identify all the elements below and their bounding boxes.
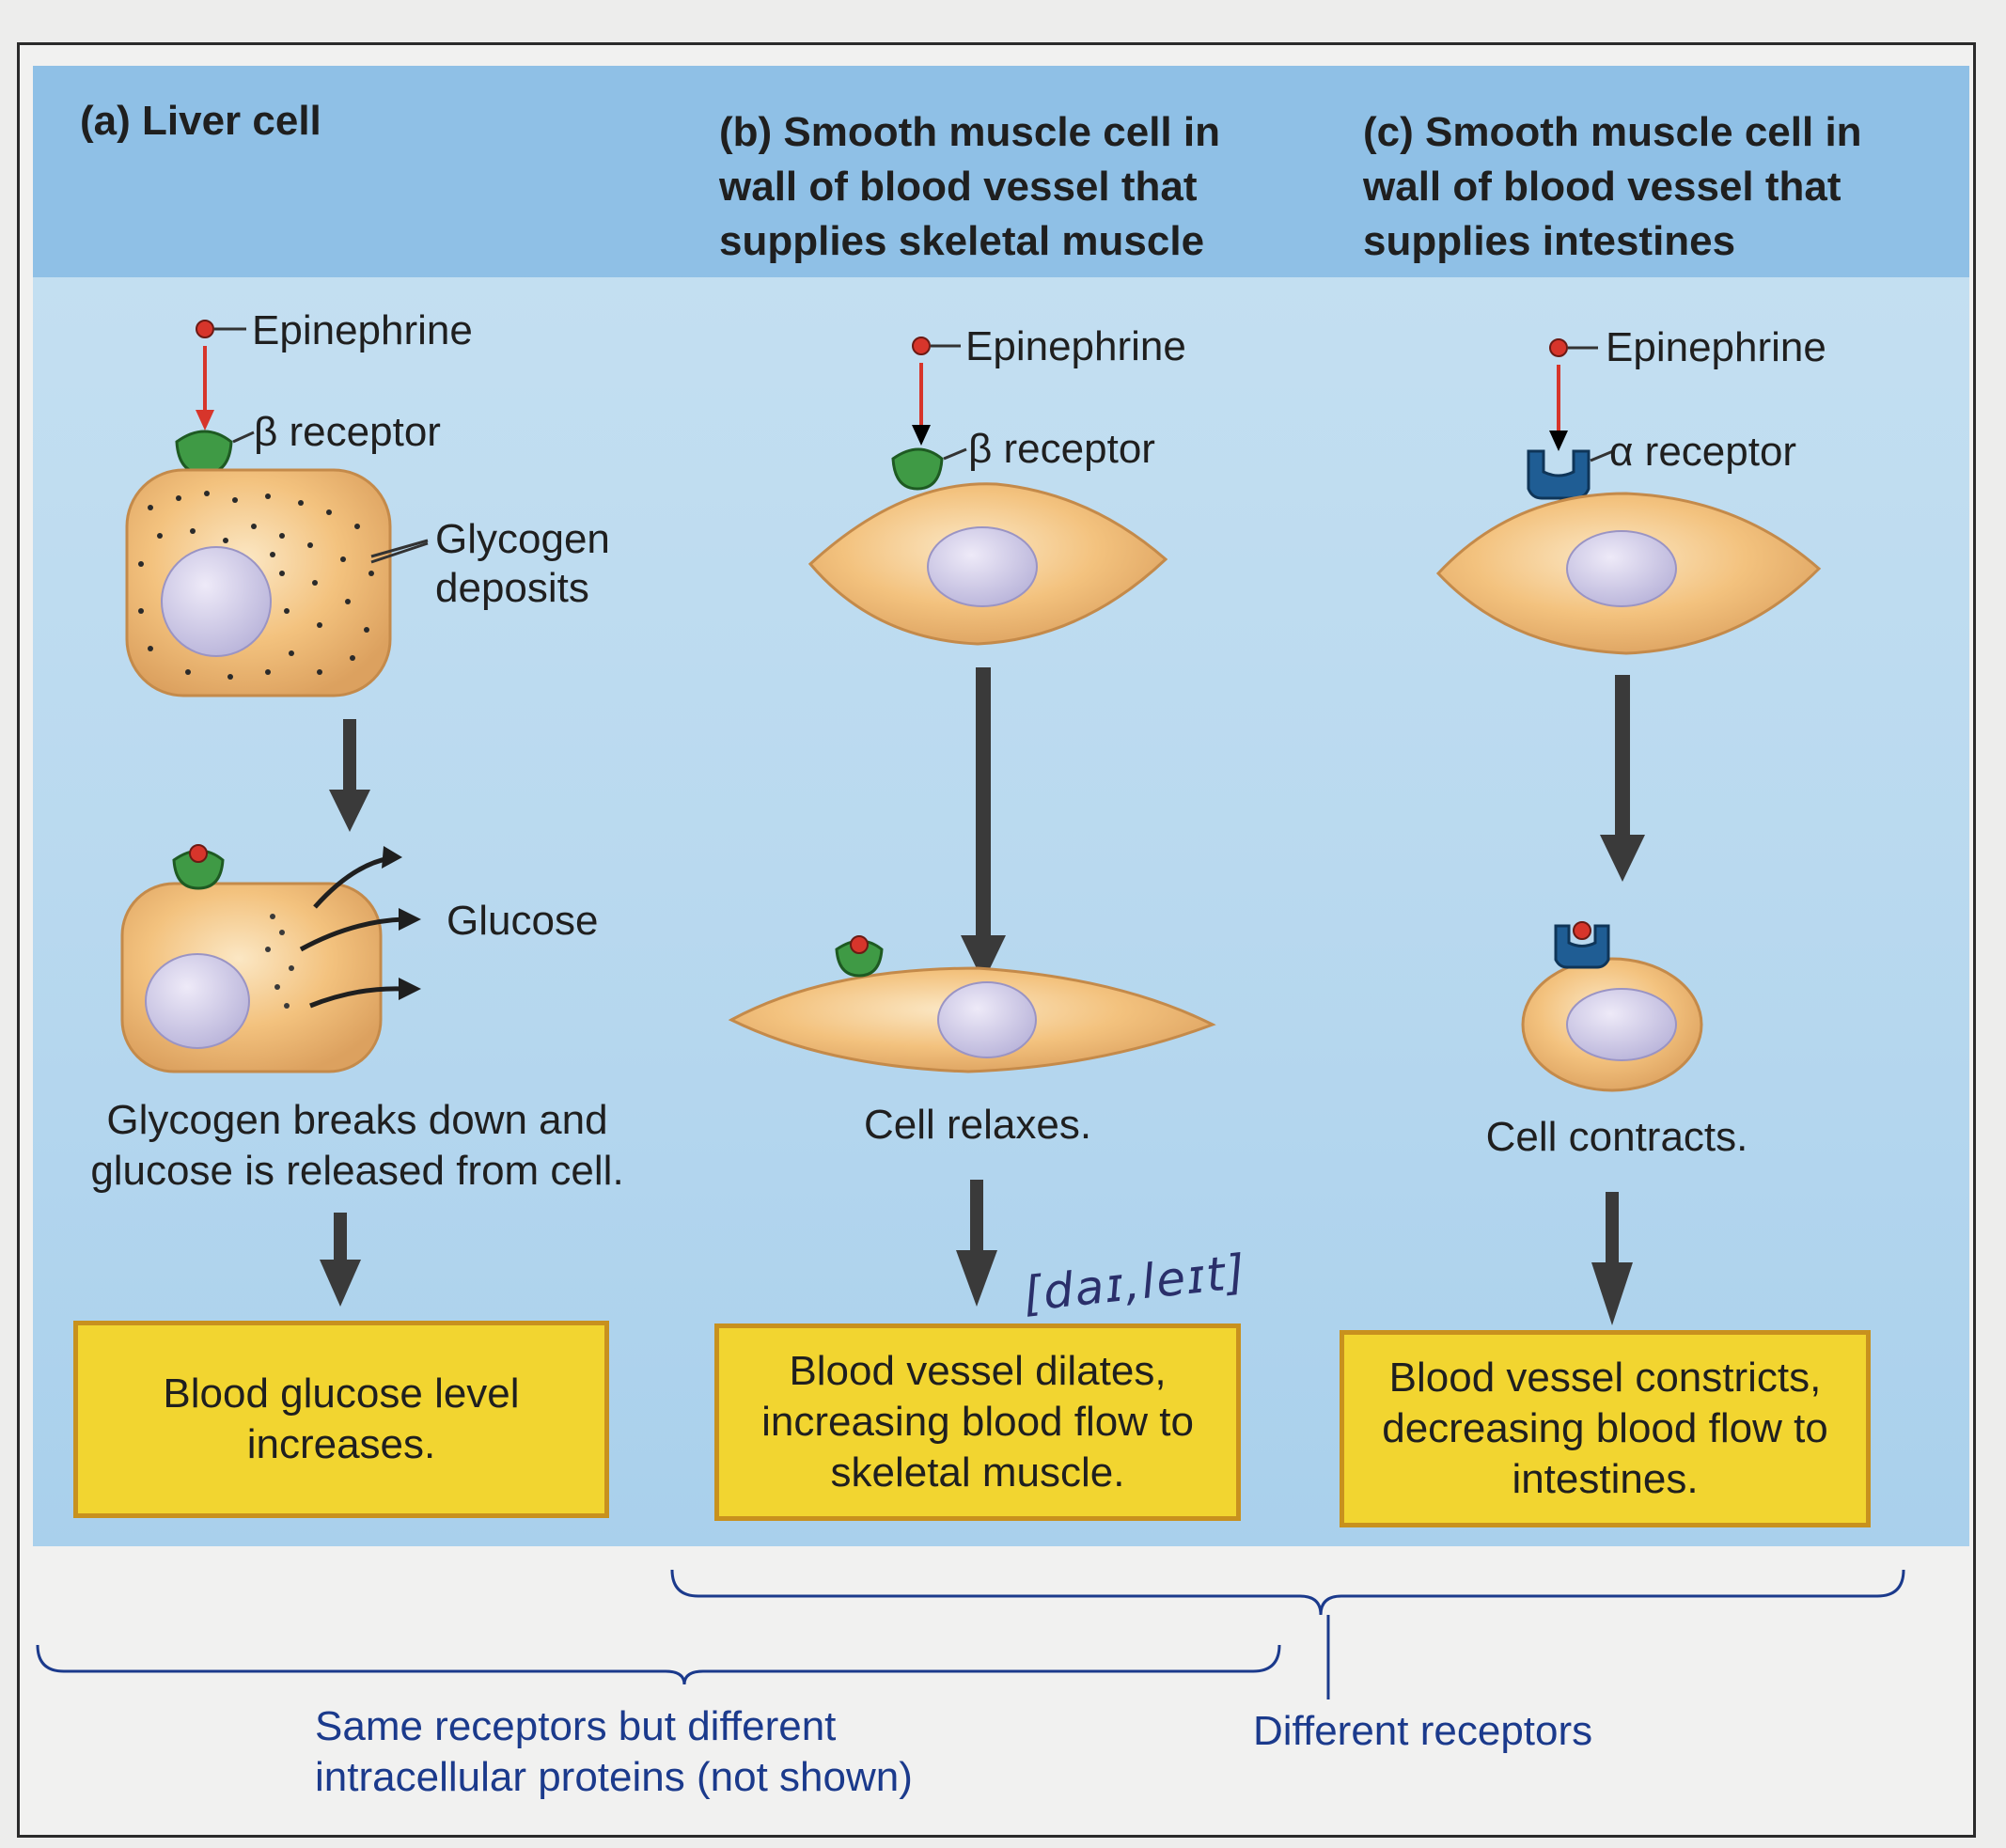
alpha-receptor-icon xyxy=(1527,449,1591,500)
caption-c: Cell contracts. xyxy=(1485,1114,1748,1160)
result-box-b: Blood vessel dilates, increasing blood f… xyxy=(714,1323,1241,1521)
panel-title-c: (c) Smooth muscle cell in wall of blood … xyxy=(1363,109,1862,264)
different-receptors-label: Different receptors xyxy=(1253,1708,1593,1754)
bound-receptor-a xyxy=(172,844,225,890)
beta-receptor-icon xyxy=(175,430,233,476)
bound-receptor-b xyxy=(835,935,884,978)
result-box-c: Blood vessel constricts, decreasing bloo… xyxy=(1340,1330,1871,1527)
glycogen-deposits xyxy=(138,491,374,680)
result-box-a: Blood glucose level increases. xyxy=(73,1321,609,1518)
glycogen-pointer-lines xyxy=(370,539,429,564)
glucose-dots xyxy=(265,914,294,1009)
caption-a: Glycogen breaks down and glucose is rele… xyxy=(90,1097,624,1194)
epinephrine-label-b: Epinephrine xyxy=(965,323,1186,369)
bound-receptor-c xyxy=(1554,921,1610,969)
panel-header xyxy=(33,66,672,277)
epinephrine-arrow-a xyxy=(196,346,214,431)
down-arrow-b2 xyxy=(956,1180,997,1307)
down-arrow-c1 xyxy=(1600,675,1645,882)
panel-title-a: (a) Liver cell xyxy=(80,98,321,144)
receptor-label-b: β receptor xyxy=(968,426,1155,472)
epinephrine-label-a: Epinephrine xyxy=(252,307,473,353)
receptor-label-a: β receptor xyxy=(254,409,441,455)
bracket-different-receptors xyxy=(670,1569,1905,1616)
caption-b: Cell relaxes. xyxy=(863,1102,1092,1148)
panel-skeletal-vessel xyxy=(672,66,1311,1546)
epinephrine-arrow-c xyxy=(1549,365,1568,451)
glycogen-label: Glycogen deposits xyxy=(435,516,610,611)
down-arrow-a2 xyxy=(320,1213,361,1307)
beta-receptor-icon xyxy=(891,447,944,491)
glucose-label: Glucose xyxy=(447,898,599,944)
down-arrow-b1 xyxy=(961,667,1006,982)
same-receptors-label: Same receptors but different intracellul… xyxy=(315,1703,913,1800)
down-arrow-a1 xyxy=(329,719,370,832)
epinephrine-label-c: Epinephrine xyxy=(1606,324,1826,370)
epinephrine-molecule-a xyxy=(196,320,246,338)
epinephrine-molecule-b xyxy=(912,337,961,355)
epinephrine-molecule-c xyxy=(1549,338,1598,357)
panel-header xyxy=(672,66,1311,277)
panel-intestine-vessel xyxy=(1311,66,1969,1546)
panel-title-b: (b) Smooth muscle cell in wall of blood … xyxy=(719,109,1220,264)
bracket-same-receptors xyxy=(36,1644,1281,1685)
epinephrine-arrow-b xyxy=(912,363,931,446)
panel-header xyxy=(1311,66,1969,277)
receptor-label-c: α receptor xyxy=(1609,429,1797,475)
down-arrow-c2 xyxy=(1591,1192,1633,1325)
